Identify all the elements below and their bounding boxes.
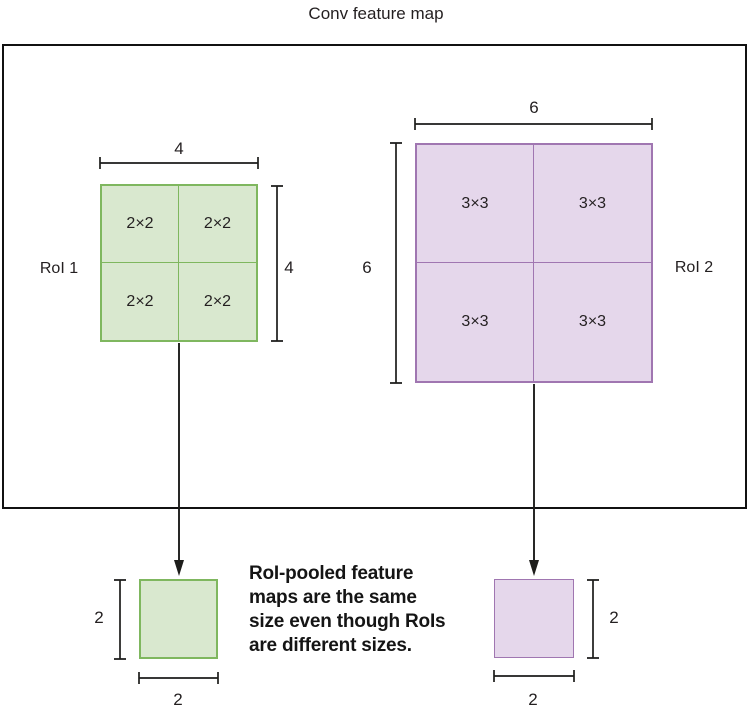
annotation-line: are different sizes. (249, 635, 412, 656)
roi1-cell: 2×2 (179, 186, 256, 263)
roi2-cell: 3×3 (578, 313, 607, 330)
roi1-width-label: 4 (174, 139, 184, 158)
pooled-green-height-dimension-line (114, 579, 126, 660)
pooled-purple-height-dimension-line (587, 579, 599, 659)
annotation-line: maps are the same (249, 587, 417, 608)
pooled-purple-square (494, 579, 574, 658)
roi1-height-label: 4 (284, 258, 294, 277)
annotation-text: RoI-pooled feature maps are the same siz… (249, 562, 479, 658)
roi1-label: RoI 1 (39, 260, 79, 277)
roi2-cell: 3×3 (417, 145, 534, 263)
annotation-line: size even though RoIs (249, 611, 446, 632)
roi2-height-label: 6 (362, 258, 372, 277)
pooled-green-square (139, 579, 218, 659)
roi2-cell: 3×3 (417, 263, 534, 381)
pooled-purple-height-label: 2 (609, 608, 619, 627)
diagram-title: Conv feature map (308, 4, 444, 23)
annotation-line: RoI-pooled feature (249, 563, 414, 584)
pooled-purple-width-dimension-line (493, 670, 575, 682)
roi1-cell: 2×2 (102, 263, 179, 340)
roi2-width-label: 6 (529, 98, 539, 117)
pooled-green-height-label: 2 (94, 608, 104, 627)
roi1-cell: 2×2 (203, 292, 232, 310)
pooled-green-width-label: 2 (173, 690, 183, 709)
roi1-cell: 2×2 (102, 186, 179, 263)
pooled-green-width-dimension-line (138, 672, 219, 684)
roi2-label: RoI 2 (674, 259, 714, 276)
roi2-grid: 3×3 3×3 3×3 3×3 (415, 143, 653, 383)
roi2-cell: 3×3 (534, 145, 651, 263)
roi1-grid: 2×2 2×2 2×2 2×2 (100, 184, 258, 342)
pooled-purple-width-label: 2 (528, 690, 538, 709)
